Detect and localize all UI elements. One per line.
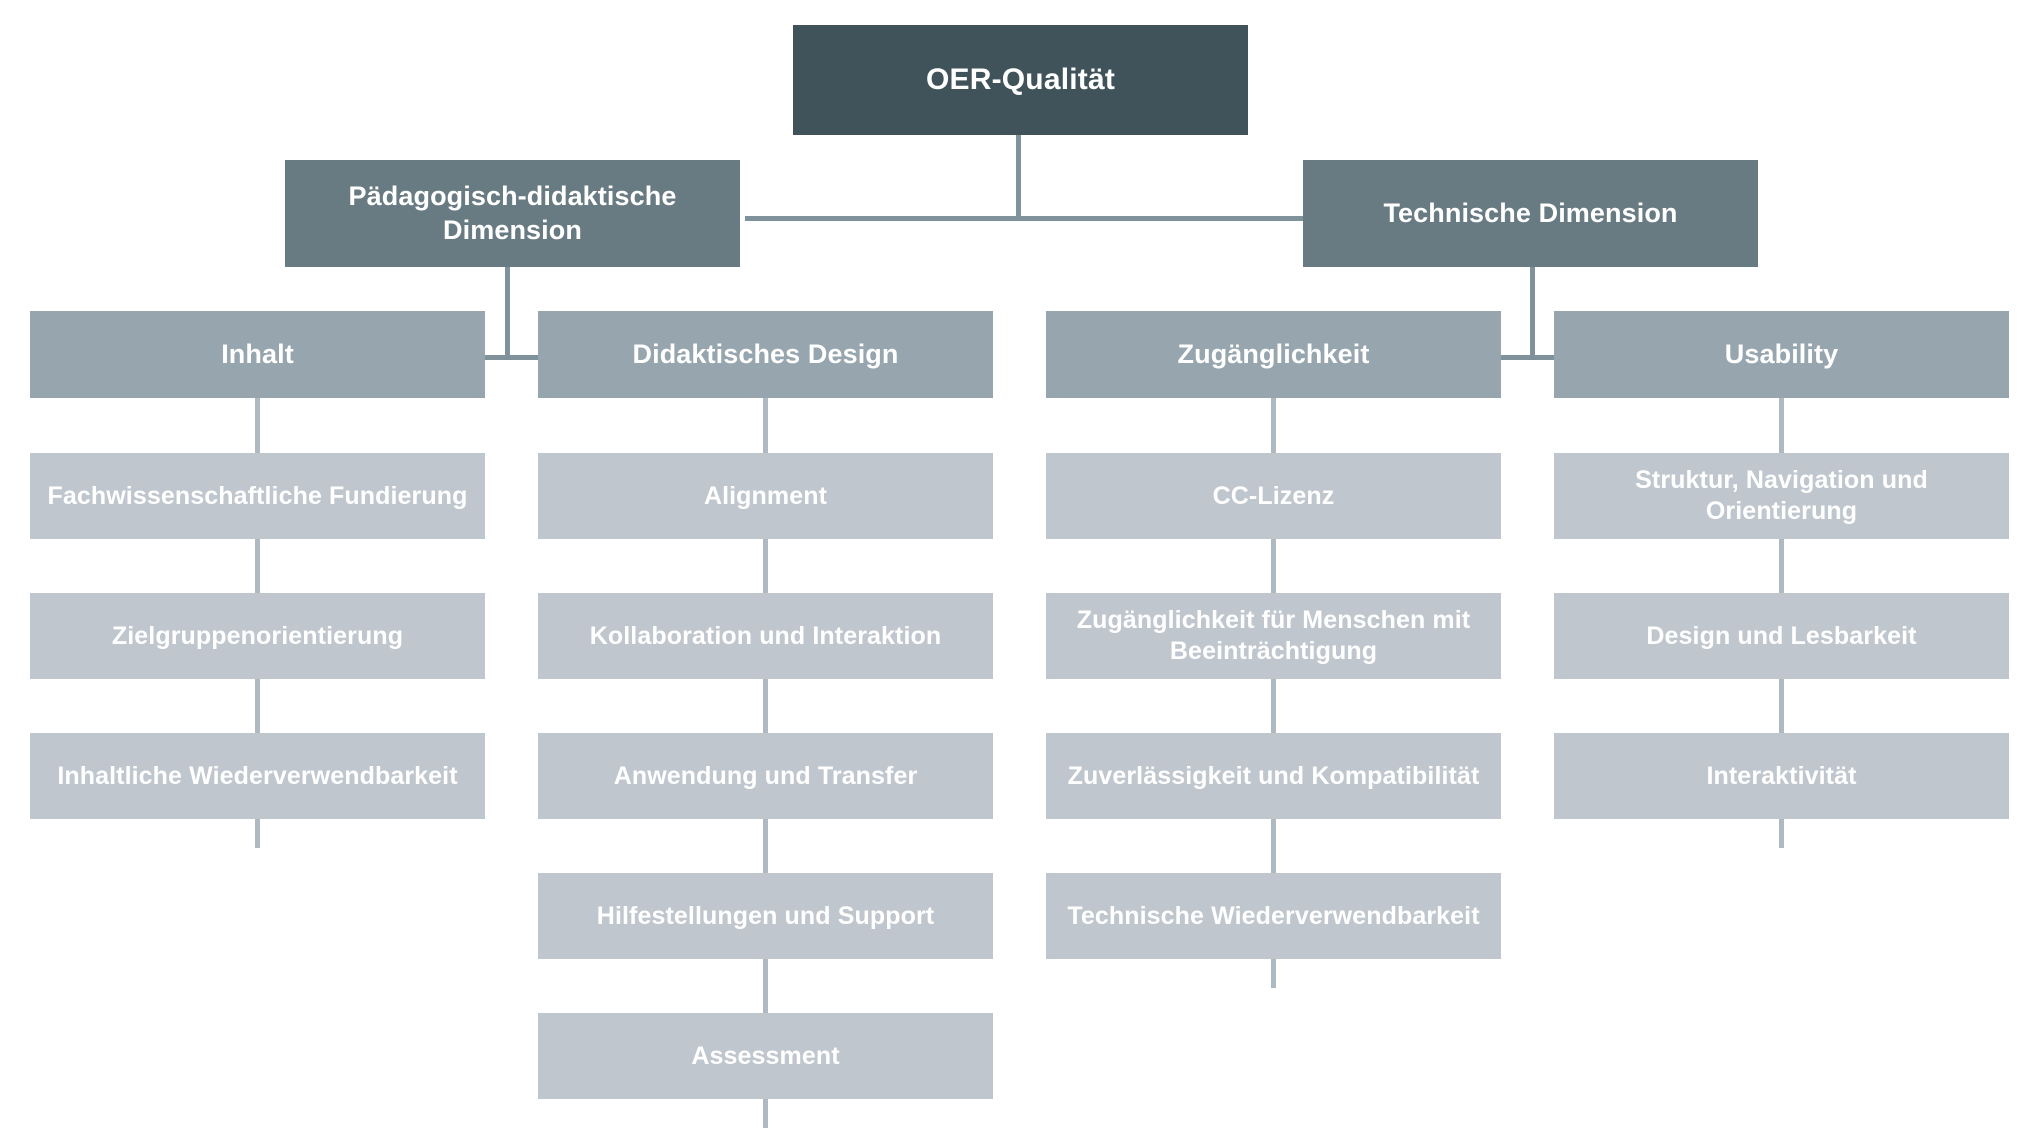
node-label: Anwendung und Transfer xyxy=(613,761,918,790)
node-label: Zugänglichkeit xyxy=(1177,338,1370,369)
node-label: Zugänglichkeit für Menschen mit Beeinträ… xyxy=(1076,606,1471,665)
connector-paedagogische-stem xyxy=(505,267,510,359)
connector-technische-stem xyxy=(1530,267,1535,359)
node-label: Zuverlässigkeit und Kompatibilität xyxy=(1067,761,1480,790)
node-label: Didaktisches Design xyxy=(632,338,899,369)
node-label: Struktur, Navigation und Orientierung xyxy=(1635,466,1928,525)
node-struktur-navigation-und-orientierung[interactable]: Struktur, Navigation und Orientierung xyxy=(1554,453,2009,539)
node-inhalt[interactable]: Inhalt xyxy=(30,311,485,398)
node-didaktisches-design[interactable]: Didaktisches Design xyxy=(538,311,993,398)
node-label: Design und Lesbarkeit xyxy=(1646,621,1917,650)
node-label: CC-Lizenz xyxy=(1212,481,1335,510)
node-label: OER-Qualität xyxy=(925,63,1116,97)
connector-column-zugaenglichkeit xyxy=(1271,398,1276,988)
node-zuverlaessigkeit-und-kompatibilitaet[interactable]: Zuverlässigkeit und Kompatibilität xyxy=(1046,733,1501,819)
node-technische-wiederverwendbarkeit[interactable]: Technische Wiederverwendbarkeit xyxy=(1046,873,1501,959)
node-zielgruppenorientierung[interactable]: Zielgruppenorientierung xyxy=(30,593,485,679)
node-label: Interaktivität xyxy=(1706,761,1857,790)
node-label: Pädagogisch-didaktische Dimension xyxy=(348,181,677,245)
node-cc-lizenz[interactable]: CC-Lizenz xyxy=(1046,453,1501,539)
node-zugaenglichkeit-fuer-menschen-mit-beeintraechtigung[interactable]: Zugänglichkeit für Menschen mit Beeinträ… xyxy=(1046,593,1501,679)
node-kollaboration-und-interaktion[interactable]: Kollaboration und Interaktion xyxy=(538,593,993,679)
node-label: Assessment xyxy=(691,1041,840,1070)
node-design-und-lesbarkeit[interactable]: Design und Lesbarkeit xyxy=(1554,593,2009,679)
node-label: Kollaboration und Interaktion xyxy=(589,621,942,650)
node-technische-dimension[interactable]: Technische Dimension xyxy=(1303,160,1758,267)
node-hilfestellungen-und-support[interactable]: Hilfestellungen und Support xyxy=(538,873,993,959)
node-label: Inhalt xyxy=(221,338,294,369)
connector-technische-bar xyxy=(1280,355,1780,360)
node-inhaltliche-wiederverwendbarkeit[interactable]: Inhaltliche Wiederverwendbarkeit xyxy=(30,733,485,819)
node-label: Usability xyxy=(1724,338,1839,369)
node-label: Fachwissenschaftliche Fundierung xyxy=(47,481,468,510)
node-assessment[interactable]: Assessment xyxy=(538,1013,993,1099)
node-alignment[interactable]: Alignment xyxy=(538,453,993,539)
connector-paedagogische-bar xyxy=(255,355,755,360)
node-label: Technische Dimension xyxy=(1383,197,1678,228)
node-label: Technische Wiederverwendbarkeit xyxy=(1067,901,1480,930)
node-label: Inhaltliche Wiederverwendbarkeit xyxy=(57,761,458,790)
node-oer-qualitaet[interactable]: OER-Qualität xyxy=(793,25,1248,135)
connector-dimension-bar xyxy=(745,216,1315,221)
node-usability[interactable]: Usability xyxy=(1554,311,2009,398)
node-interaktivitaet[interactable]: Interaktivität xyxy=(1554,733,2009,819)
node-label: Zielgruppenorientierung xyxy=(111,621,404,650)
node-label: Hilfestellungen und Support xyxy=(596,901,935,930)
node-paedagogisch-didaktische-dimension[interactable]: Pädagogisch-didaktische Dimension xyxy=(285,160,740,267)
node-fachwissenschaftliche-fundierung[interactable]: Fachwissenschaftliche Fundierung xyxy=(30,453,485,539)
connector-root-stem xyxy=(1016,135,1021,221)
node-anwendung-und-transfer[interactable]: Anwendung und Transfer xyxy=(538,733,993,819)
node-label: Alignment xyxy=(703,481,828,510)
node-zugaenglichkeit[interactable]: Zugänglichkeit xyxy=(1046,311,1501,398)
